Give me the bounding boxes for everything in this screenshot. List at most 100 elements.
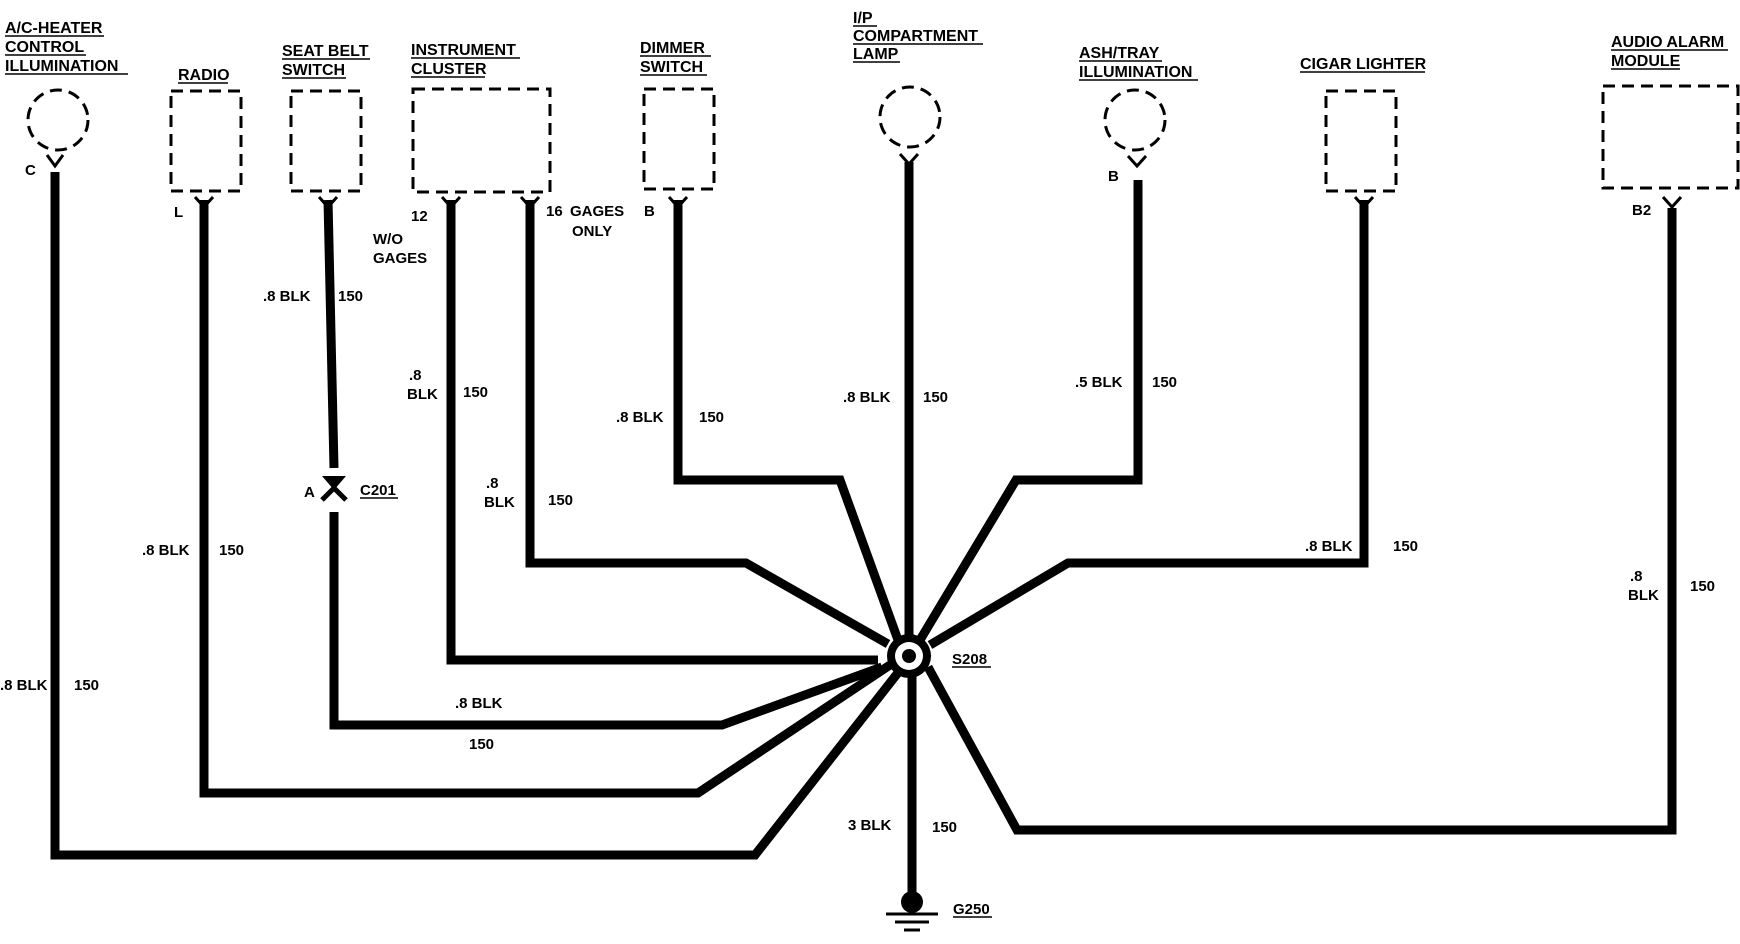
- wire-ac-heater-circuit: 150: [74, 677, 99, 694]
- wire-ip-lamp-size: .8 BLK: [843, 389, 891, 406]
- wire-dimmer: [673, 200, 903, 642]
- wire-dimmer-size: .8 BLK: [616, 409, 664, 426]
- wire-cluster-12-size-1: .8: [409, 367, 422, 384]
- ac-heater-pin-label: C: [25, 162, 36, 179]
- connector-female-icon: [320, 484, 348, 502]
- wire-cigar-circuit: 150: [1393, 538, 1418, 555]
- svg-text:CIGAR LIGHTER: CIGAR LIGHTER: [1300, 56, 1427, 73]
- svg-text:A/C-HEATER: A/C-HEATER: [5, 20, 103, 37]
- splice-label: S208: [952, 651, 987, 668]
- ac-heater-terminal-icon: [45, 154, 65, 169]
- wire-ac-heater: [50, 172, 912, 860]
- svg-text:LAMP: LAMP: [853, 46, 899, 63]
- components: [26, 84, 1740, 210]
- splice-s208: S208: [887, 634, 991, 678]
- svg-text:I/P: I/P: [853, 10, 873, 27]
- cluster-16-note-1: GAGES: [570, 203, 624, 220]
- audio-alarm-terminal-icon: [1661, 195, 1683, 210]
- connector-pin-label: A: [304, 484, 315, 501]
- instrument-cluster-title: INSTRUMENT CLUSTER: [411, 42, 520, 78]
- ashtray-lamp-icon: [1103, 88, 1167, 152]
- audio-alarm-box: [1601, 84, 1740, 190]
- ac-heater-lamp-icon: [26, 88, 90, 152]
- cluster-16-pin-label: 16: [546, 203, 563, 220]
- dimmer-pin-label: B: [644, 203, 655, 220]
- svg-text:RADIO: RADIO: [178, 67, 230, 84]
- svg-text:ILLUMINATION: ILLUMINATION: [1079, 64, 1192, 81]
- component-titles: A/C-HEATER CONTROL ILLUMINATION RADIO SE…: [5, 10, 1728, 84]
- wire-cigar-size: .8 BLK: [1305, 538, 1353, 555]
- wire-radio: [199, 200, 893, 798]
- ashtray-terminal-icon: [1126, 154, 1148, 169]
- svg-text:SWITCH: SWITCH: [282, 62, 345, 79]
- ashtray-title: ASH/TRAY ILLUMINATION: [1079, 45, 1198, 81]
- seat-belt-title: SEAT BELT SWITCH: [282, 43, 370, 79]
- ip-lamp-terminal-icon: [898, 152, 920, 167]
- cluster-12-note-1: W/O: [373, 231, 403, 248]
- wire-ac-heater-size: .8 BLK: [0, 677, 48, 694]
- instrument-cluster-box: [411, 87, 552, 194]
- wire-seat-belt-upper: [323, 199, 339, 469]
- splice-dot-icon: [902, 649, 916, 663]
- connector-name-label: C201: [360, 482, 396, 499]
- svg-text:ILLUMINATION: ILLUMINATION: [5, 58, 118, 75]
- ac-heater-title: A/C-HEATER CONTROL ILLUMINATION: [5, 20, 128, 75]
- ground-label: G250: [953, 901, 990, 918]
- radio-box: [169, 89, 243, 193]
- svg-text:SEAT BELT: SEAT BELT: [282, 43, 369, 60]
- wire-seat-belt-size: .8 BLK: [263, 288, 311, 305]
- svg-text:CONTROL: CONTROL: [5, 39, 84, 56]
- cluster-16-terminal-icon: [519, 195, 541, 210]
- cluster-12-terminal-icon: [440, 195, 462, 210]
- cluster-12-note-2: GAGES: [373, 250, 427, 267]
- audio-alarm-title: AUDIO ALARM MODULE: [1611, 34, 1728, 70]
- wire-audio-alarm: [924, 208, 1677, 835]
- cigar-box: [1324, 89, 1398, 193]
- dimmer-box: [642, 87, 716, 191]
- wire-ground-circuit: 150: [932, 819, 957, 836]
- wire-audio-alarm-size-2: BLK: [1628, 587, 1659, 604]
- cigar-title: CIGAR LIGHTER: [1300, 56, 1427, 73]
- ip-lamp-title: I/P COMPARTMENT LAMP: [853, 10, 983, 63]
- wire-seat-belt-low-circuit: 150: [469, 736, 494, 753]
- svg-text:INSTRUMENT: INSTRUMENT: [411, 42, 516, 59]
- svg-text:CLUSTER: CLUSTER: [411, 61, 487, 78]
- ground-symbol-icon: [886, 912, 938, 932]
- wire-dimmer-circuit: 150: [699, 409, 724, 426]
- cluster-12-pin-label: 12: [411, 208, 428, 225]
- wire-cluster-12-circuit: 150: [463, 384, 488, 401]
- wire-radio-circuit: 150: [219, 542, 244, 559]
- wire-seat-belt-circuit: 150: [338, 288, 363, 305]
- wire-cluster-16-circuit: 150: [548, 492, 573, 509]
- pin-labels: C L 12 W/O GAGES 16 GAGES ONLY B B B2: [25, 162, 1651, 267]
- svg-text:MODULE: MODULE: [1611, 53, 1681, 70]
- svg-text:DIMMER: DIMMER: [640, 40, 705, 57]
- wire-ashtray-size: .5 BLK: [1075, 374, 1123, 391]
- wire-cluster-16-size-2: BLK: [484, 494, 515, 511]
- audio-alarm-pin-label: B2: [1632, 202, 1651, 219]
- dimmer-title: DIMMER SWITCH: [640, 40, 711, 76]
- wire-labels: .8 BLK 150 .8 BLK 150 .8 BLK 150 .8 BLK …: [0, 288, 1715, 836]
- svg-text:AUDIO ALARM: AUDIO ALARM: [1611, 34, 1724, 51]
- wire-ashtray: [916, 180, 1143, 643]
- wire-cluster-12-size-2: BLK: [407, 386, 438, 403]
- ashtray-pin-label: B: [1108, 168, 1119, 185]
- seat-belt-terminal-icon: [317, 195, 339, 210]
- svg-text:ASH/TRAY: ASH/TRAY: [1079, 45, 1160, 62]
- radio-terminal-icon: [193, 195, 215, 210]
- svg-text:COMPARTMENT: COMPARTMENT: [853, 28, 978, 45]
- wire-ashtray-circuit: 150: [1152, 374, 1177, 391]
- wires: [50, 162, 1677, 897]
- ground-g250: G250: [886, 891, 992, 932]
- connector-male-icon: [322, 476, 346, 490]
- wire-seat-belt-lower: [329, 512, 884, 730]
- wire-cluster-12: [446, 200, 878, 665]
- cigar-terminal-icon: [1353, 195, 1375, 210]
- wire-ground-size: 3 BLK: [848, 817, 892, 834]
- wire-ip-lamp-circuit: 150: [923, 389, 948, 406]
- seat-belt-box: [289, 89, 363, 193]
- wire-cluster-16: [525, 200, 891, 648]
- wire-cluster-16-size-1: .8: [486, 475, 499, 492]
- wire-radio-size: .8 BLK: [142, 542, 190, 559]
